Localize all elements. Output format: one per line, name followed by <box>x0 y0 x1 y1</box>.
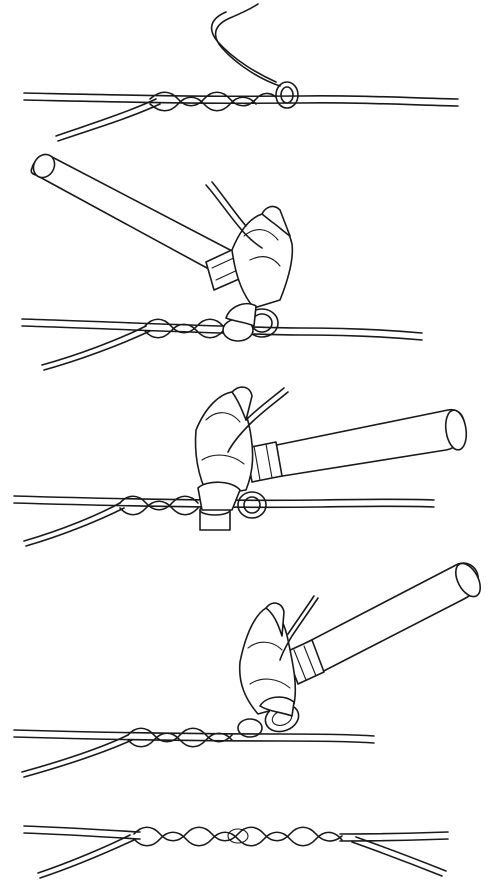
wire-splice-illustration <box>0 0 488 882</box>
